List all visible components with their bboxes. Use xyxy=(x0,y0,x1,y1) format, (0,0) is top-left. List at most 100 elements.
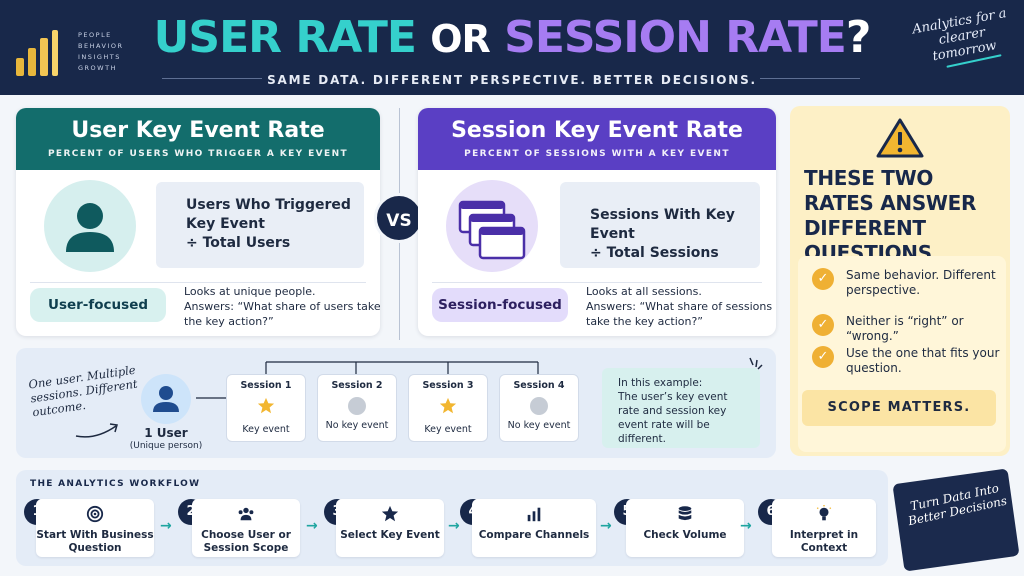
session-status: Key event xyxy=(424,424,472,435)
formula-line: Users Who Triggered xyxy=(186,197,351,213)
bar-chart-icon xyxy=(527,507,541,522)
people-icon xyxy=(238,507,254,521)
workflow-step-3: Select Key Event xyxy=(336,499,444,557)
dot-icon xyxy=(530,397,548,415)
example-note-title: In this example: xyxy=(618,377,703,389)
single-user-avatar xyxy=(141,374,191,424)
user-card-header: User Key Event Rate PERCENT OF USERS WHO… xyxy=(16,108,380,170)
session-box-2: Session 2 No key event xyxy=(317,374,397,442)
arrow-right-icon: → xyxy=(448,518,460,534)
formula-line: ÷ Total Users xyxy=(186,235,291,251)
session-box-4: Session 4 No key event xyxy=(499,374,579,442)
session-card-header: Session Key Event Rate PERCENT OF SESSIO… xyxy=(418,108,776,170)
workflow-step-1: Start With Business Question xyxy=(36,499,154,557)
example-note: In this example: The user’s key event ra… xyxy=(602,368,760,448)
arrow-right-icon: → xyxy=(600,518,612,534)
session-status: Key event xyxy=(242,424,290,435)
formula-line: Sessions With Key Event xyxy=(590,207,735,242)
step-label: Choose User or Session Scope xyxy=(201,529,291,554)
page-subtitle: SAME DATA. DIFFERENT PERSPECTIVE. BETTER… xyxy=(267,73,757,87)
session-box-1: Session 1 Key event xyxy=(226,374,306,442)
step-label: Compare Channels xyxy=(478,529,590,541)
bar-chart-logo-icon xyxy=(16,30,58,76)
browser-windows-icon xyxy=(458,200,526,260)
session-formula: Sessions With Key Event ÷ Total Sessions xyxy=(560,182,760,268)
arrow-right-icon: → xyxy=(740,518,752,534)
session-card-subtitle: PERCENT OF SESSIONS WITH A KEY EVENT xyxy=(464,149,730,159)
note-line: Looks at all sessions. xyxy=(586,285,702,298)
formula-line: ÷ Total Sessions xyxy=(590,245,719,261)
logo-word: BEHAVIOR xyxy=(78,42,124,50)
check-icon: ✓ xyxy=(812,314,834,336)
person-icon xyxy=(66,203,114,252)
divider xyxy=(30,282,366,283)
logo-words: PEOPLE BEHAVIOR INSIGHTS GROWTH xyxy=(78,30,123,74)
warning-triangle-icon xyxy=(876,118,924,158)
title-user-rate: USER RATE xyxy=(153,12,417,63)
subtitle-rule-left xyxy=(162,78,262,79)
user-card-subtitle: PERCENT OF USERS WHO TRIGGER A KEY EVENT xyxy=(47,149,349,159)
header-banner xyxy=(0,0,1024,95)
session-card-note: Looks at all sessions. Answers: “What sh… xyxy=(586,284,776,329)
session-status: No key event xyxy=(507,420,571,431)
session-title: Session 1 xyxy=(240,380,292,391)
note-line: Answers: “What share of users take the k… xyxy=(184,300,380,328)
step-label: Start With Business Question xyxy=(36,529,154,554)
session-box-3: Session 3 Key event xyxy=(408,374,488,442)
target-icon xyxy=(86,505,104,523)
check-text: Use the one that fits your question. xyxy=(846,346,1000,375)
arrow-right-icon: → xyxy=(306,518,318,534)
step-label: Interpret in Context xyxy=(789,529,859,554)
session-title: Session 2 xyxy=(331,380,383,391)
session-title: Session 3 xyxy=(422,380,474,391)
user-formula: Users Who Triggered Key Event ÷ Total Us… xyxy=(156,182,364,268)
user-label: 1 User xyxy=(144,426,188,440)
star-icon xyxy=(439,397,457,414)
divider xyxy=(432,282,762,283)
subtitle-rule-right xyxy=(760,78,860,79)
scope-matters-badge: SCOPE MATTERS. xyxy=(802,390,996,426)
star-icon xyxy=(381,505,399,522)
check-icon: ✓ xyxy=(812,268,834,290)
user-sublabel: (Unique person) xyxy=(129,441,203,451)
workflow-step-6: Interpret in Context xyxy=(772,499,876,557)
title-question-mark: ? xyxy=(845,12,872,63)
star-icon xyxy=(257,397,275,414)
user-card-title: User Key Event Rate xyxy=(71,118,325,143)
step-label: Select Key Event xyxy=(340,529,440,541)
formula-line: Key Event xyxy=(186,216,265,232)
check-text: Neither is “right” or “wrong.” xyxy=(846,314,964,343)
user-card-note: Looks at unique people. Answers: “What s… xyxy=(184,284,380,329)
page-title: USER RATE OR SESSION RATE? xyxy=(0,10,1024,67)
session-focused-badge: Session-focused xyxy=(432,288,568,322)
person-icon xyxy=(153,386,179,412)
workflow-step-4: Compare Channels xyxy=(472,499,596,557)
note-line: Looks at unique people. xyxy=(184,285,316,298)
user-focused-badge: User-focused xyxy=(30,288,166,322)
logo-word: GROWTH xyxy=(78,64,117,72)
workflow-step-5: Check Volume xyxy=(626,499,744,557)
user-key-event-rate-card: User Key Event Rate PERCENT OF USERS WHO… xyxy=(16,108,380,336)
example-note-body: The user’s key event rate and session ke… xyxy=(618,391,728,445)
check-icon: ✓ xyxy=(812,346,834,368)
session-windows-circle xyxy=(446,180,538,272)
vs-badge: VS xyxy=(374,193,424,243)
title-or: OR xyxy=(430,17,491,61)
dot-icon xyxy=(348,397,366,415)
session-connector-lines xyxy=(196,361,539,399)
step-label: Check Volume xyxy=(643,529,727,541)
logo-word: INSIGHTS xyxy=(78,53,121,61)
check-text: Same behavior. Different perspective. xyxy=(846,268,996,297)
lightbulb-icon xyxy=(816,505,832,521)
user-avatar xyxy=(44,180,136,272)
session-title: Session 4 xyxy=(513,380,565,391)
arrow-right-icon: → xyxy=(160,518,172,534)
curved-arrow-icon xyxy=(75,423,118,438)
note-line: Answers: “What share of sessions take th… xyxy=(586,300,773,328)
title-session-rate: SESSION RATE xyxy=(504,12,847,63)
workflow-step-2: Choose User or Session Scope xyxy=(192,499,300,557)
subtitle-row: SAME DATA. DIFFERENT PERSPECTIVE. BETTER… xyxy=(0,69,1024,88)
workflow-title: THE ANALYTICS WORKFLOW xyxy=(30,479,201,489)
logo-word: PEOPLE xyxy=(78,31,112,39)
database-icon xyxy=(678,506,692,521)
